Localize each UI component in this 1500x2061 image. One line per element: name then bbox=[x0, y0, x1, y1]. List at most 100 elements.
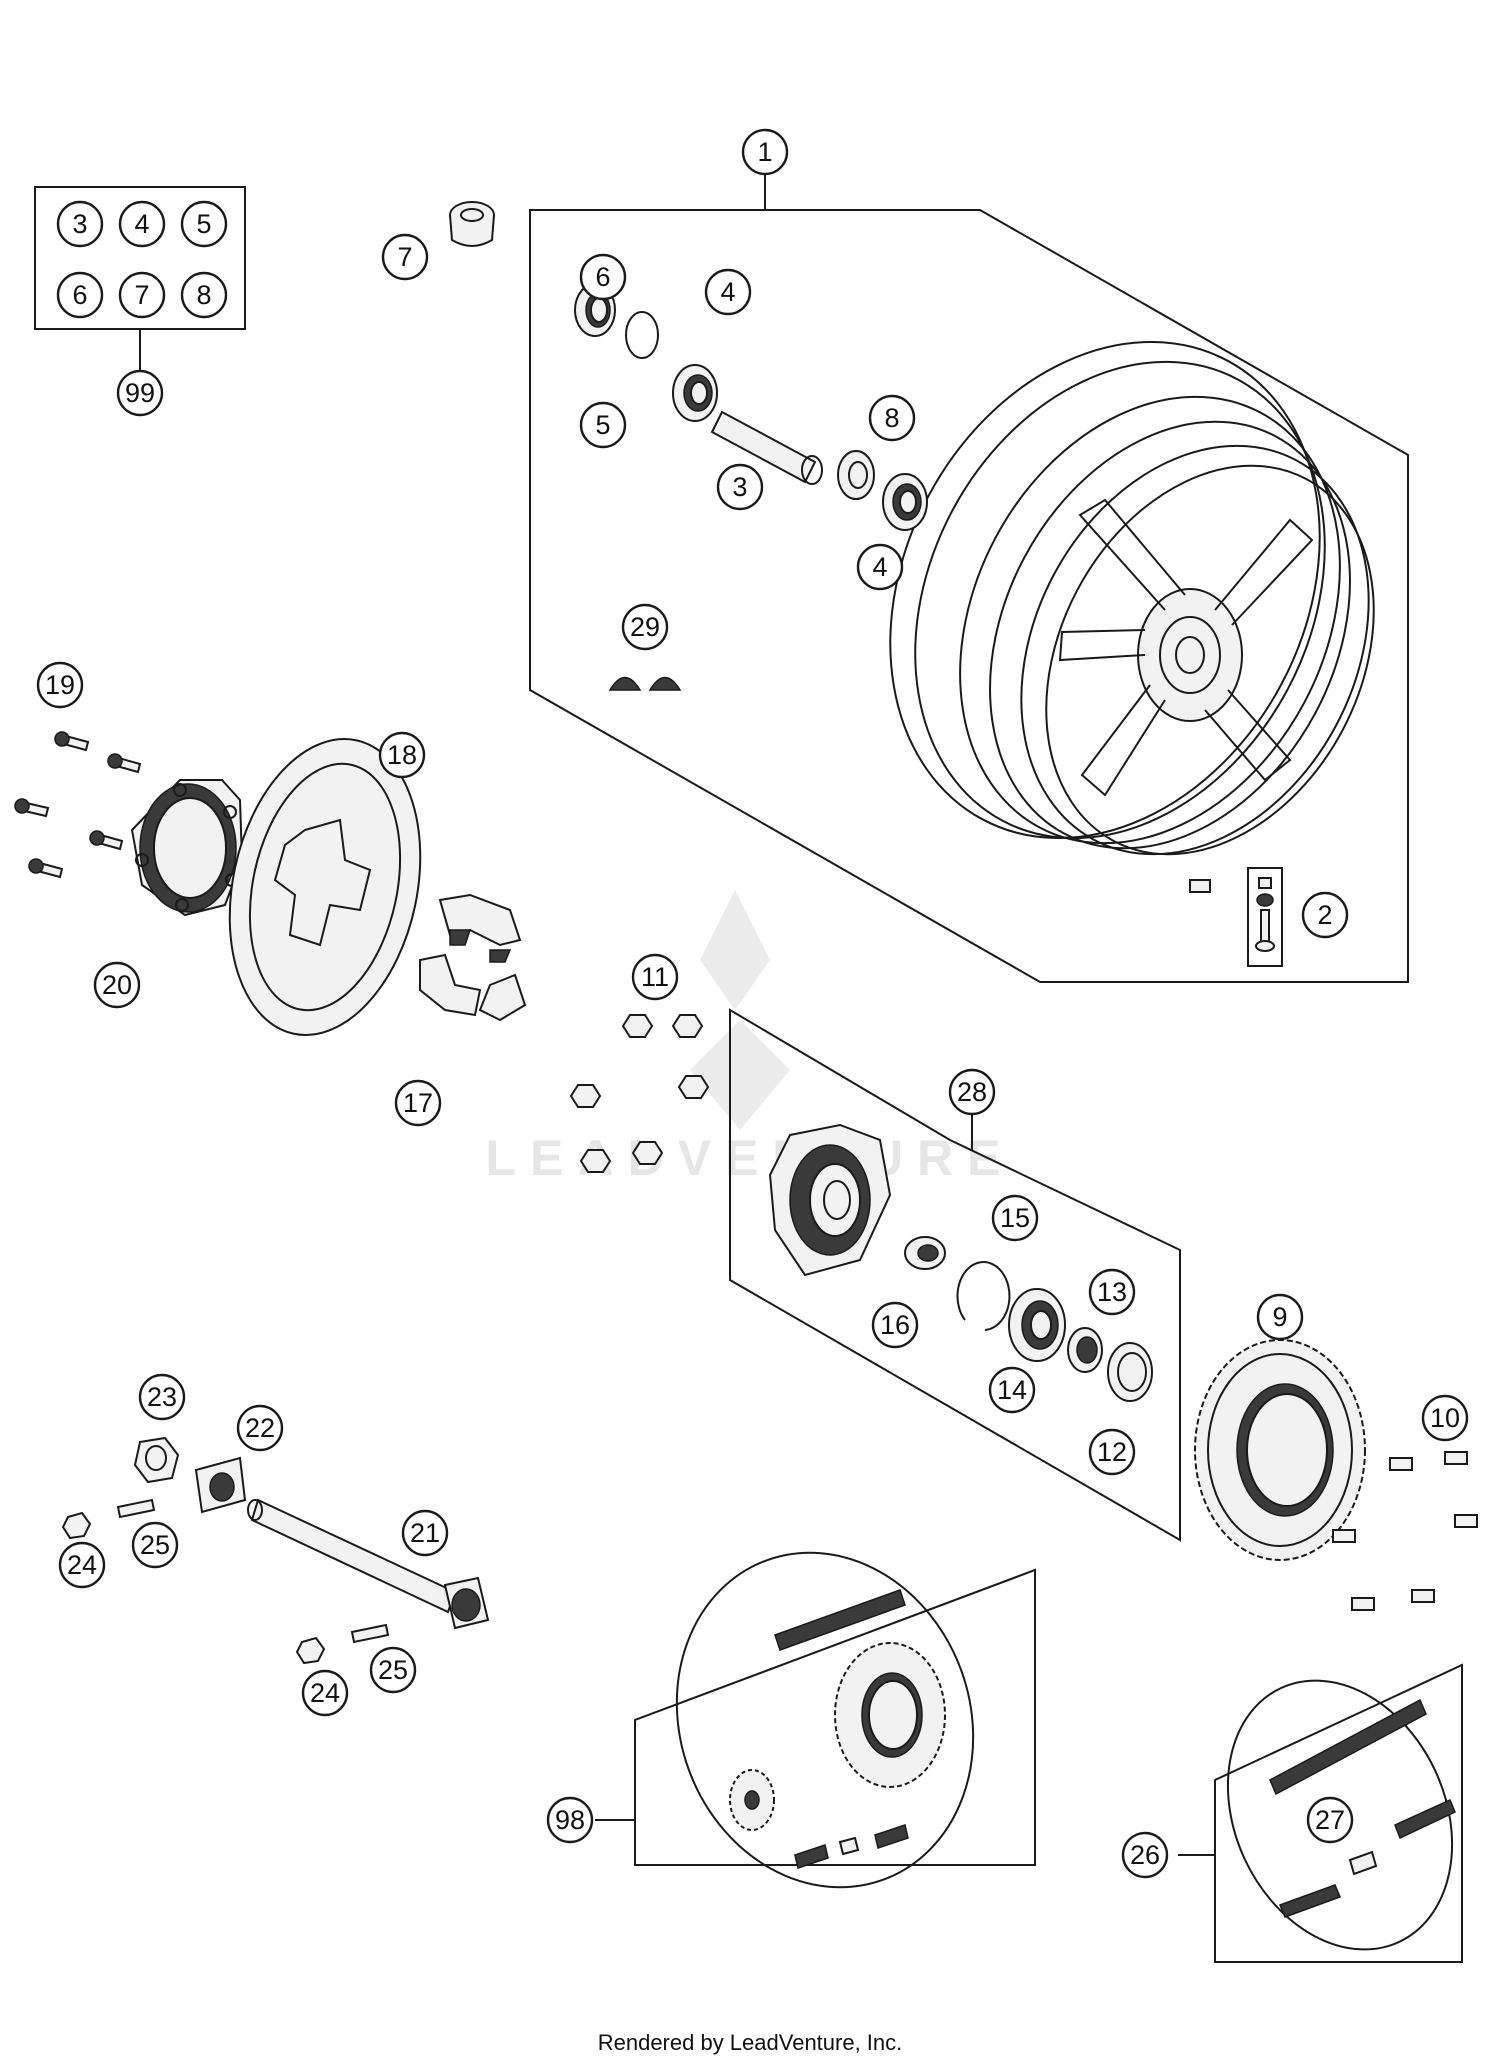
carrier-shaft-seal-part bbox=[1067, 1327, 1103, 1373]
callout-13[interactable]: 13 bbox=[1088, 1268, 1136, 1316]
valve-stem-part bbox=[1247, 867, 1283, 967]
drive-chain-part bbox=[1226, 1679, 1456, 1951]
callout-8[interactable]: 8 bbox=[868, 394, 916, 442]
callout-1[interactable]: 1 bbox=[741, 128, 789, 176]
callout-19[interactable]: 19 bbox=[36, 661, 84, 709]
svg-text:12: 12 bbox=[1097, 1437, 1127, 1467]
callout-14[interactable]: 14 bbox=[988, 1366, 1036, 1414]
callout-18[interactable]: 18 bbox=[378, 731, 426, 779]
svg-text:25: 25 bbox=[140, 1530, 170, 1560]
callout-12[interactable]: 12 bbox=[1088, 1428, 1136, 1476]
svg-text:18: 18 bbox=[387, 740, 417, 770]
callout-22[interactable]: 22 bbox=[236, 1404, 284, 1452]
svg-text:4: 4 bbox=[720, 277, 735, 307]
spacer-washer-part bbox=[837, 450, 875, 500]
svg-text:7: 7 bbox=[134, 280, 149, 310]
svg-text:98: 98 bbox=[555, 1805, 585, 1835]
chain-kit-part bbox=[675, 1551, 975, 1889]
svg-text:17: 17 bbox=[403, 1088, 433, 1118]
svg-text:3: 3 bbox=[72, 209, 87, 239]
callout-23[interactable]: 23 bbox=[138, 1373, 186, 1421]
callout-99[interactable]: 99 bbox=[116, 369, 164, 417]
kit-99-item[interactable]: 6 bbox=[56, 271, 104, 319]
svg-text:24: 24 bbox=[67, 1550, 97, 1580]
sprocket-carrier-part bbox=[768, 1123, 892, 1277]
watermark-text: LEADVENTURE bbox=[485, 1130, 1014, 1186]
svg-text:99: 99 bbox=[125, 378, 155, 408]
callout-2[interactable]: 2 bbox=[1301, 891, 1349, 939]
svg-text:24: 24 bbox=[310, 1678, 340, 1708]
svg-text:23: 23 bbox=[147, 1382, 177, 1412]
watermark: LEADVENTURE bbox=[485, 890, 1014, 1186]
callout-21[interactable]: 21 bbox=[401, 1509, 449, 1557]
callout-3[interactable]: 3 bbox=[716, 463, 764, 511]
svg-text:14: 14 bbox=[997, 1375, 1027, 1405]
wheel-assembly-group-outline bbox=[529, 209, 1409, 983]
svg-text:5: 5 bbox=[196, 209, 211, 239]
kit-99-item[interactable]: 5 bbox=[180, 200, 228, 248]
kit-99-item[interactable]: 8 bbox=[180, 271, 228, 319]
svg-text:4: 4 bbox=[134, 209, 149, 239]
svg-text:16: 16 bbox=[880, 1310, 910, 1340]
svg-text:9: 9 bbox=[1272, 1302, 1287, 1332]
svg-text:2: 2 bbox=[1317, 900, 1332, 930]
chain-kit-98-group-outline bbox=[634, 1568, 1036, 1866]
chain-adjuster-part bbox=[194, 1456, 247, 1514]
callout-24-right[interactable]: 24 bbox=[301, 1669, 349, 1717]
callout-10[interactable]: 10 bbox=[1421, 1394, 1469, 1442]
svg-text:7: 7 bbox=[397, 242, 412, 272]
svg-text:19: 19 bbox=[45, 670, 75, 700]
callout-16[interactable]: 16 bbox=[871, 1301, 919, 1349]
adjuster-nut-left-part bbox=[61, 1511, 92, 1540]
svg-text:5: 5 bbox=[595, 410, 610, 440]
svg-text:1: 1 bbox=[757, 137, 772, 167]
callout-98[interactable]: 98 bbox=[546, 1796, 594, 1844]
svg-text:22: 22 bbox=[245, 1413, 275, 1443]
footer-credit: Rendered by LeadVenture, Inc. bbox=[597, 2030, 903, 2055]
decal-part bbox=[608, 676, 682, 691]
svg-text:4: 4 bbox=[872, 552, 887, 582]
svg-text:6: 6 bbox=[595, 262, 610, 292]
rear-sprocket-part bbox=[1194, 1339, 1366, 1561]
carrier-spacer-part bbox=[1107, 1342, 1153, 1402]
axle-nut-part bbox=[133, 1436, 180, 1484]
adjuster-bolt-left-part bbox=[116, 1498, 156, 1519]
carrier-circlip-part bbox=[956, 1261, 1011, 1331]
callout-11[interactable]: 11 bbox=[631, 953, 679, 1001]
callout-20[interactable]: 20 bbox=[93, 961, 141, 1009]
callout-27[interactable]: 27 bbox=[1306, 1796, 1354, 1844]
svg-text:6: 6 bbox=[72, 280, 87, 310]
callout-26[interactable]: 26 bbox=[1121, 1831, 1169, 1879]
carrier-bearing-part bbox=[1008, 1288, 1066, 1362]
callout-5[interactable]: 5 bbox=[579, 401, 627, 449]
svg-text:8: 8 bbox=[884, 403, 899, 433]
sprocket-carrier-group-outline bbox=[729, 1008, 1181, 1542]
kit-99-item[interactable]: 4 bbox=[118, 200, 166, 248]
callout-15[interactable]: 15 bbox=[991, 1194, 1039, 1242]
kit-99-item[interactable]: 7 bbox=[118, 271, 166, 319]
callout-25-left[interactable]: 25 bbox=[131, 1521, 179, 1569]
callout-28[interactable]: 28 bbox=[948, 1068, 996, 1116]
callout-17[interactable]: 17 bbox=[394, 1079, 442, 1127]
svg-text:28: 28 bbox=[957, 1077, 987, 1107]
circlip-part bbox=[625, 311, 659, 359]
callout-7[interactable]: 7 bbox=[381, 233, 429, 281]
adjuster-bolt-right-part bbox=[350, 1623, 390, 1644]
callout-4-upper[interactable]: 4 bbox=[704, 268, 752, 316]
brake-disc-bolts-part bbox=[14, 731, 142, 879]
kit-99-item[interactable]: 3 bbox=[56, 200, 104, 248]
callout-25-right[interactable]: 25 bbox=[369, 1646, 417, 1694]
callout-29[interactable]: 29 bbox=[621, 603, 669, 651]
svg-text:11: 11 bbox=[641, 962, 669, 992]
svg-text:8: 8 bbox=[196, 280, 211, 310]
ball-bearing-upper-part bbox=[672, 364, 718, 422]
callout-6[interactable]: 6 bbox=[579, 253, 627, 301]
callout-9[interactable]: 9 bbox=[1256, 1293, 1304, 1341]
abs-sensor-ring-part bbox=[130, 779, 244, 917]
svg-text:27: 27 bbox=[1315, 1805, 1345, 1835]
callout-24-left[interactable]: 24 bbox=[58, 1541, 106, 1589]
svg-text:20: 20 bbox=[102, 970, 132, 1000]
callout-4-lower[interactable]: 4 bbox=[856, 543, 904, 591]
svg-text:3: 3 bbox=[732, 472, 747, 502]
